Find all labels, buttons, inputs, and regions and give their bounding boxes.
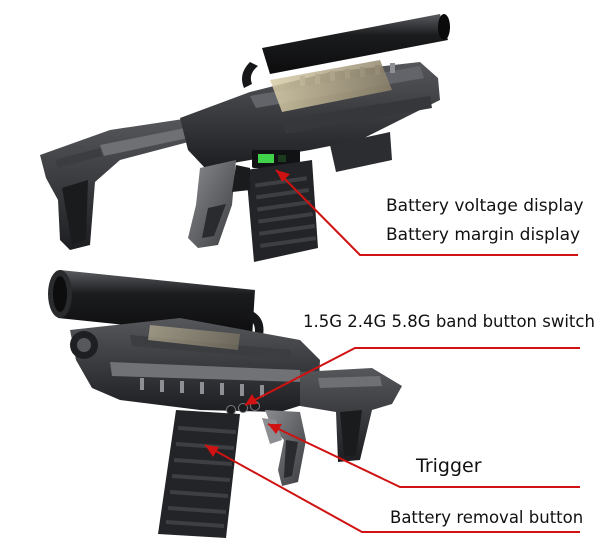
bottom-device <box>48 270 402 538</box>
callout-line-removal <box>204 444 580 533</box>
top-device <box>40 14 450 262</box>
callout-line-display <box>275 169 578 256</box>
label-band-button-switch: 1.5G 2.4G 5.8G band button switch <box>303 312 595 331</box>
bottom-stock <box>300 368 402 462</box>
bottom-receiver <box>70 318 320 412</box>
callout-line-trigger <box>267 423 580 488</box>
top-tube <box>242 14 450 88</box>
top-grip <box>188 160 236 248</box>
bottom-tube <box>48 270 264 340</box>
top-stock <box>40 118 196 250</box>
callout-arrow-removal <box>205 445 219 457</box>
callout-arrow-display <box>276 170 290 182</box>
bottom-magazine <box>158 410 240 538</box>
label-battery-margin-display: Battery margin display <box>386 225 581 245</box>
callout-line-band <box>244 347 580 406</box>
callout-arrow-trigger <box>268 424 282 434</box>
voltage-display-screen <box>258 154 274 163</box>
top-chamber <box>270 60 392 112</box>
top-display <box>252 150 300 168</box>
callout-lines <box>204 169 580 533</box>
label-trigger: Trigger <box>416 455 482 477</box>
label-battery-removal-button: Battery removal button <box>390 508 584 527</box>
callout-arrow-band <box>245 394 258 405</box>
label-battery-voltage-display: Battery voltage display <box>386 196 584 216</box>
